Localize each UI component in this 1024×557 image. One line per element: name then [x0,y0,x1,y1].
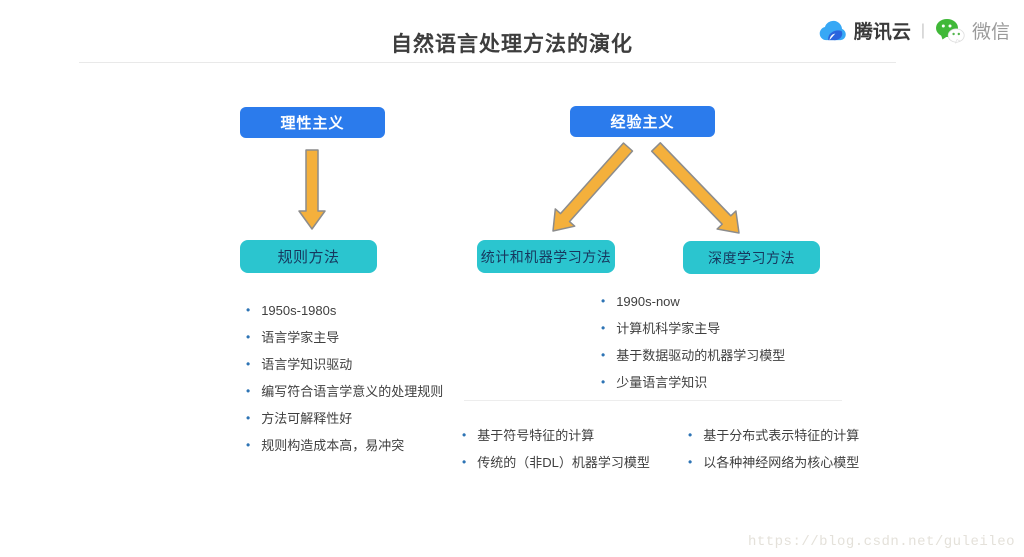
list-item: 规则构造成本高，易冲突 [246,438,443,454]
box-rule-method: 规则方法 [240,240,377,273]
page-title: 自然语言处理方法的演化 [391,33,633,56]
lower-section-divider [464,400,842,401]
list-item: 传统的（非DL）机器学习模型 [462,455,650,471]
rule-method-list: 1950s-1980s 语言学家主导语言学知识驱动编写符合语言学意义的处理规则方法… [246,303,443,465]
list-item: 少量语言学知识 [601,375,785,391]
list-item: 语言学知识驱动 [246,357,443,373]
list-item: 以各种神经网络为核心模型 [688,455,859,471]
box-statistical-ml-method: 统计和机器学习方法 [477,240,615,273]
box-rationalism: 理性主义 [240,107,385,138]
list-item: 1950s-1980s [246,303,443,319]
tencent-cloud-icon [817,20,847,42]
brand-tencent-cloud-label: 腾讯云 [853,22,911,43]
watermark-url: https://blog.csdn.net/guleileo [747,534,1015,550]
list-item: 1990s-now [601,294,785,310]
statistical-ml-list: 基于符号特征的计算传统的（非DL）机器学习模型 [462,428,650,482]
empiricism-list: 1990s-now 计算机科学家主导基于数据驱动的机器学习模型少量语言学知识 [601,294,785,402]
brand-separator: | [920,21,925,39]
box-empiricism: 经验主义 [570,106,715,137]
box-deep-learning-method: 深度学习方法 [683,241,820,274]
list-item: 基于符号特征的计算 [462,428,650,444]
wechat-icon [935,18,965,44]
list-item: 编写符合语言学意义的处理规则 [246,384,443,400]
arrow-empiricism-to-deep [650,142,740,234]
deep-learning-list: 基于分布式表示特征的计算以各种神经网络为核心模型 [688,428,859,482]
list-item: 计算机科学家主导 [601,321,785,337]
arrow-empiricism-to-statistical [552,142,634,232]
list-item: 方法可解释性好 [246,411,443,427]
list-item: 基于数据驱动的机器学习模型 [601,348,785,364]
header-divider [79,62,896,63]
list-item: 基于分布式表示特征的计算 [688,428,859,444]
list-item: 语言学家主导 [246,330,443,346]
brand-wechat-label: 微信 [971,22,1010,43]
arrow-rationalism-to-rule [298,149,326,230]
brand-lockup: 腾讯云 | 微信 [817,17,1010,44]
